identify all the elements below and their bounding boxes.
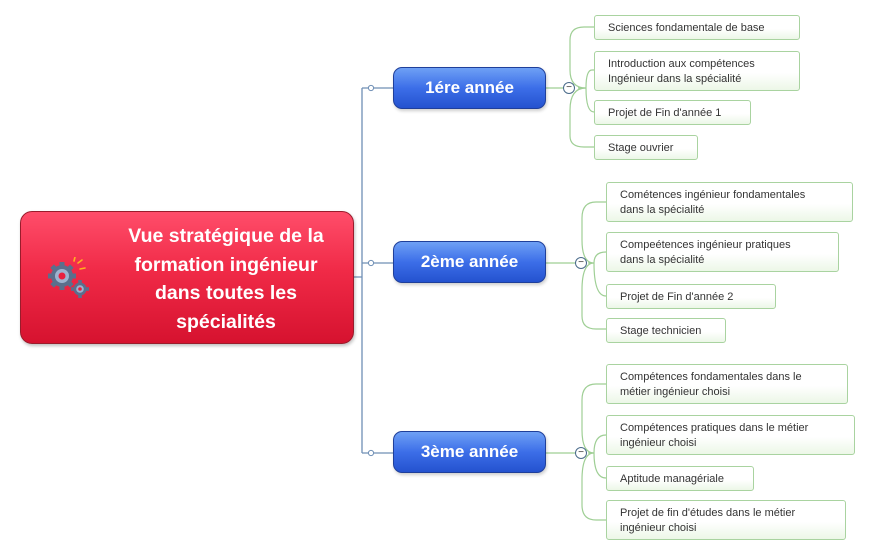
central-topic[interactable]: Vue stratégique de la formation ingénieu…	[20, 211, 354, 344]
connector-dot	[367, 84, 375, 92]
gears-icon	[48, 257, 89, 298]
leaf-competences-ingenieur-fondamentales[interactable]: Cométences ingénieur fondamentales dans …	[606, 182, 853, 222]
leaf-sciences-fondamentale[interactable]: Sciences fondamentale de base	[594, 15, 800, 40]
root-connector	[354, 87, 393, 454]
leaf-introduction-competences[interactable]: Introduction aux compétences Ingénieur d…	[594, 51, 800, 91]
collapse-toggle-2eme-annee[interactable]: −	[575, 257, 587, 269]
leaf-projet-fin-annee-2[interactable]: Projet de Fin d'année 2	[606, 284, 776, 309]
leaf-projet-fin-etudes[interactable]: Projet de fin d'études dans le métier in…	[606, 500, 846, 540]
leaf-competences-ingenieur-pratiques[interactable]: Compeétences ingénieur pratiques dans la…	[606, 232, 839, 272]
central-topic-title: Vue stratégique de la formation ingénieu…	[128, 225, 324, 333]
leaf-aptitude-manageriale[interactable]: Aptitude managériale	[606, 466, 754, 491]
branch-2eme-annee[interactable]: 2ème année	[393, 241, 546, 283]
branch-1ere-annee[interactable]: 1ére année	[393, 67, 546, 109]
leaf-competences-pratiques-metier[interactable]: Compétences pratiques dans le métier ing…	[606, 415, 855, 455]
leaf-competences-fondamentales-metier[interactable]: Compétences fondamentales dans le métier…	[606, 364, 848, 404]
branch-2-connector	[546, 201, 607, 330]
branch-3-connector	[546, 383, 607, 521]
connector-dot	[367, 259, 375, 267]
leaf-stage-ouvrier[interactable]: Stage ouvrier	[594, 135, 698, 160]
leaf-stage-technicien[interactable]: Stage technicien	[606, 318, 726, 343]
leaf-projet-fin-annee-1[interactable]: Projet de Fin d'année 1	[594, 100, 751, 125]
collapse-toggle-1ere-annee[interactable]: −	[563, 82, 575, 94]
branch-1-connector	[546, 26, 595, 148]
branch-3eme-annee[interactable]: 3ème année	[393, 431, 546, 473]
connector-dot	[367, 449, 375, 457]
collapse-toggle-3eme-annee[interactable]: −	[575, 447, 587, 459]
